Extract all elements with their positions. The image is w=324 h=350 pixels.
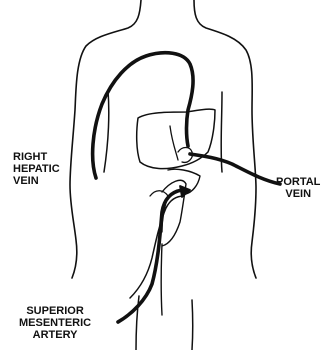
label-line: MESENTERIC [19, 317, 91, 329]
portal-vein-catheter [190, 154, 280, 184]
label-portal-vein: PORTAL VEIN [276, 176, 320, 200]
arrowhead [180, 186, 190, 197]
label-right-hepatic-vein: RIGHT HEPATIC VEIN [13, 151, 60, 187]
label-line: SUPERIOR [19, 305, 91, 317]
inner-arm-line-left [104, 90, 109, 172]
body-outline-left [70, 0, 141, 278]
label-line: PORTAL [276, 176, 320, 188]
liver-lobe-line [170, 126, 178, 160]
liver-outline [137, 109, 215, 168]
leg-line-right [192, 300, 193, 350]
sma-catheter-outer [118, 190, 182, 322]
label-line: ARTERY [19, 329, 91, 341]
label-line: RIGHT [13, 151, 60, 163]
body-outline-right [194, 0, 256, 278]
label-line: VEIN [276, 188, 320, 200]
label-superior-mesenteric-artery: SUPERIOR MESENTERIC ARTERY [19, 305, 91, 341]
label-line: HEPATIC [13, 163, 60, 175]
label-line: VEIN [13, 175, 60, 187]
leg-gap [161, 244, 162, 315]
